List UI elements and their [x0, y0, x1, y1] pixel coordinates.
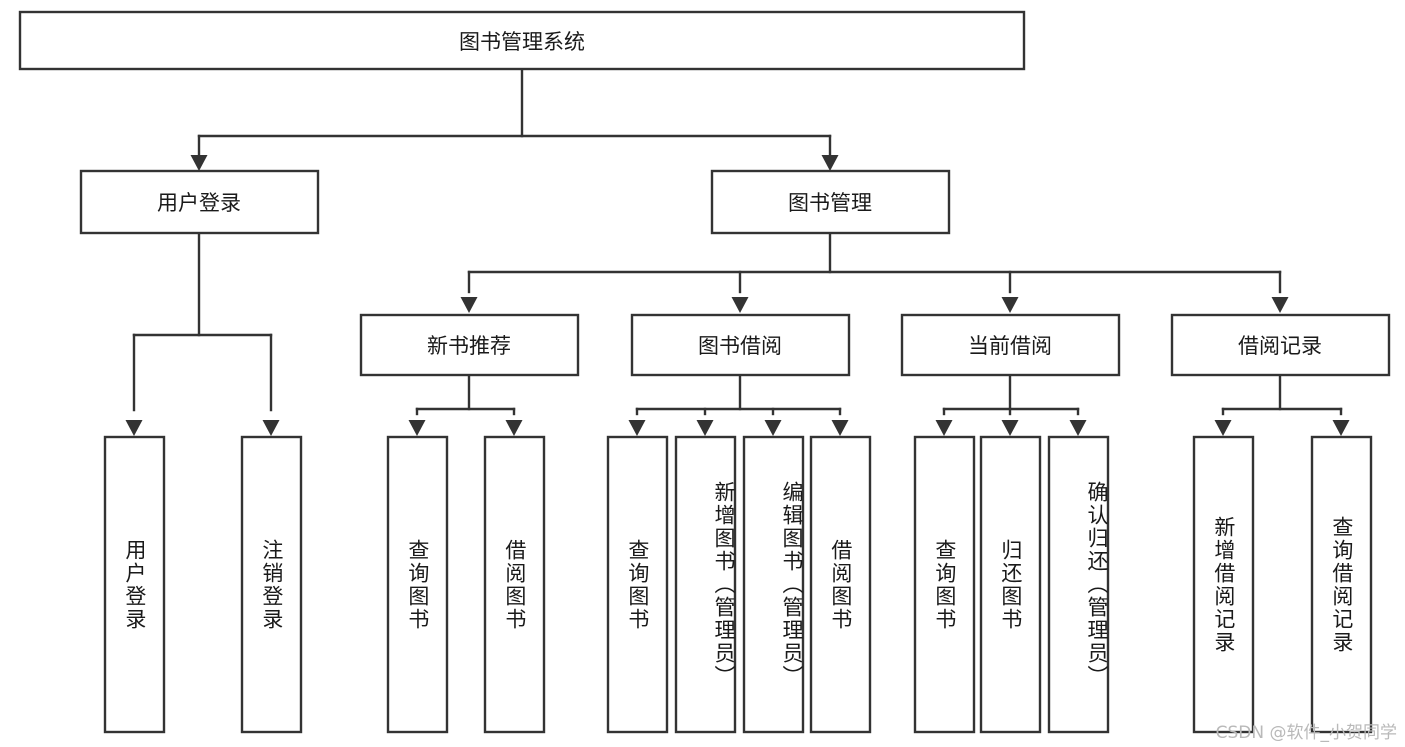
- node-leaf-borrow-book-1[interactable]: [483, 435, 546, 734]
- node-leaf-return-book[interactable]: [979, 435, 1042, 734]
- connector-root-to-level2: [190, 67, 839, 171]
- node-leaf-add-record[interactable]: [1192, 435, 1255, 734]
- arrow-icon: [408, 420, 426, 436]
- arrow-icon: [125, 420, 143, 436]
- node-book-manage-label: 图书管理: [788, 191, 872, 215]
- node-leaf-add-book[interactable]: [674, 435, 737, 734]
- arrow-icon: [1001, 297, 1019, 313]
- node-leaf-query-book-2[interactable]: [606, 435, 669, 734]
- arrow-icon: [935, 420, 953, 436]
- node-leaf-borrow-book-2[interactable]: [809, 435, 872, 734]
- connector-bookborrow-to-leaves: [628, 373, 849, 436]
- arrow-icon: [505, 420, 523, 436]
- arrow-icon: [764, 420, 782, 436]
- node-root-label: 图书管理系统: [459, 30, 585, 54]
- node-leaf-user-login[interactable]: [103, 435, 166, 734]
- node-book-borrow[interactable]: 图书借阅: [630, 313, 851, 377]
- arrow-icon: [1069, 420, 1087, 436]
- node-new-book-rec-label: 新书推荐: [427, 334, 511, 358]
- node-book-manage[interactable]: 图书管理: [710, 169, 951, 235]
- node-root[interactable]: 图书管理系统: [18, 10, 1026, 71]
- node-new-book-rec[interactable]: 新书推荐: [359, 313, 580, 377]
- arrow-icon: [1332, 420, 1350, 436]
- arrow-icon: [1214, 420, 1232, 436]
- connector-newbookrec-to-leaves: [408, 373, 523, 436]
- node-book-borrow-label: 图书借阅: [698, 334, 782, 358]
- arrow-icon: [696, 420, 714, 436]
- connector-currentborrow-to-leaves: [935, 373, 1087, 436]
- arrow-icon: [1271, 297, 1289, 313]
- arrow-icon: [262, 420, 280, 436]
- node-user-login-label: 用户登录: [157, 191, 241, 215]
- node-user-login[interactable]: 用户登录: [79, 169, 320, 235]
- node-current-borrow[interactable]: 当前借阅: [900, 313, 1121, 377]
- arrow-icon: [190, 155, 208, 171]
- node-leaf-logout[interactable]: [240, 435, 303, 734]
- node-borrow-record[interactable]: 借阅记录: [1170, 313, 1391, 377]
- node-borrow-record-label: 借阅记录: [1238, 334, 1322, 358]
- node-leaf-edit-book[interactable]: [742, 435, 805, 734]
- arrow-icon: [731, 297, 749, 313]
- node-leaf-query-book-1[interactable]: [386, 435, 449, 734]
- arrow-icon: [460, 297, 478, 313]
- connector-borrowrecord-to-leaves: [1214, 373, 1350, 436]
- arrow-icon: [628, 420, 646, 436]
- node-leaf-confirm-return[interactable]: [1047, 435, 1110, 734]
- arrow-icon: [821, 155, 839, 171]
- arrow-icon: [1001, 420, 1019, 436]
- node-current-borrow-label: 当前借阅: [968, 334, 1052, 358]
- connector-bookmanage-to-level3: [460, 231, 1289, 313]
- connector-userlogin-to-leaves: [125, 231, 280, 436]
- node-leaf-query-book-3[interactable]: [913, 435, 976, 734]
- arrow-icon: [831, 420, 849, 436]
- watermark: CSDN @软件_小贺同学: [1215, 723, 1397, 743]
- node-leaf-query-record[interactable]: [1310, 435, 1373, 734]
